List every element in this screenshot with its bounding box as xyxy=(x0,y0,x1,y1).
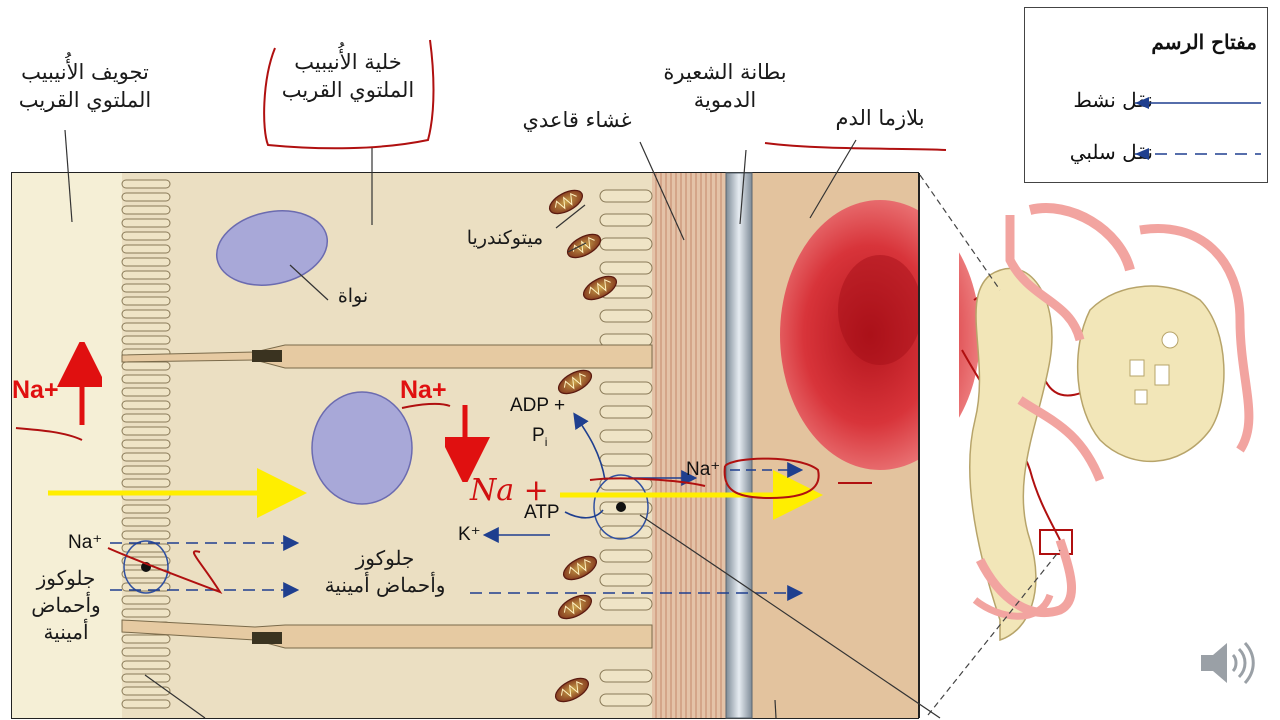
microvillus xyxy=(122,531,170,539)
basal-infolding xyxy=(600,382,652,394)
label-na-apical: Na⁺ xyxy=(68,531,102,554)
label-atp: ATP xyxy=(524,502,560,524)
annotation-na-mid: Na+ xyxy=(400,376,447,405)
microvillus xyxy=(122,466,170,474)
basal-infolding xyxy=(600,526,652,538)
microvillus xyxy=(122,401,170,409)
label-adp: ADP + xyxy=(510,395,565,417)
label-k: K⁺ xyxy=(458,523,481,546)
microvillus xyxy=(122,258,170,266)
microvillus xyxy=(122,505,170,513)
microvillus xyxy=(122,271,170,279)
legend-box: مفتاح الرسم نقل نشط نقل سلبي xyxy=(1024,7,1268,183)
basal-infolding xyxy=(600,430,652,442)
capillary-endothelium xyxy=(726,173,752,718)
basal-infolding xyxy=(600,454,652,466)
microvillus xyxy=(122,388,170,396)
red-blood-cell-center xyxy=(838,255,922,365)
microvillus xyxy=(122,635,170,643)
microvillus xyxy=(122,414,170,422)
label-pi: Pi xyxy=(532,425,547,449)
basal-infolding xyxy=(600,502,652,514)
nucleus-middle xyxy=(312,392,412,504)
microvillus xyxy=(122,297,170,305)
label-nucleus: نواة xyxy=(318,284,388,310)
label-glucose-aa-mid: جلوكوز وأحماض أمينية xyxy=(300,545,470,599)
basal-infolding xyxy=(600,214,652,226)
nephron-illustration xyxy=(970,208,1249,640)
basal-infolding xyxy=(600,550,652,562)
label-capillary-endothelium: بطانة الشعيرة الدموية xyxy=(655,58,795,115)
basal-infolding xyxy=(600,574,652,586)
label-na-basal: Na⁺ xyxy=(686,458,720,481)
microvillus xyxy=(122,232,170,240)
microvillus xyxy=(122,180,170,188)
microvillus xyxy=(122,310,170,318)
microvillus xyxy=(122,193,170,201)
microvillus xyxy=(122,427,170,435)
microvillus xyxy=(122,245,170,253)
label-glucose-aa-left: جلوكوز وأحماض أمينية xyxy=(18,565,114,646)
speaker-icon[interactable] xyxy=(1195,633,1255,693)
legend-active-arrowhead xyxy=(1135,97,1149,109)
microvillus xyxy=(122,479,170,487)
label-mitochondria: ميتوكندريا xyxy=(440,226,570,252)
label-pi-sub: i xyxy=(545,435,548,449)
label-basement-membrane: غشاء قاعدي xyxy=(512,106,642,134)
legend-lines xyxy=(1025,8,1269,184)
microvillus xyxy=(122,375,170,383)
microvillus xyxy=(122,700,170,708)
microvillus xyxy=(122,362,170,370)
microvillus xyxy=(122,609,170,617)
basal-infolding xyxy=(600,670,652,682)
basal-infolding xyxy=(600,262,652,274)
microvillus xyxy=(122,206,170,214)
basal-infolding xyxy=(600,694,652,706)
microvillus xyxy=(122,440,170,448)
microvillus xyxy=(122,518,170,526)
basal-infolding xyxy=(600,238,652,250)
basal-infolding xyxy=(600,406,652,418)
microvillus xyxy=(122,661,170,669)
legend-passive-arrowhead xyxy=(1135,148,1149,160)
microvillus xyxy=(122,648,170,656)
label-blood-plasma: بلازما الدم xyxy=(820,104,940,132)
basal-infolding xyxy=(600,598,652,610)
microvillus xyxy=(122,219,170,227)
microvillus xyxy=(122,453,170,461)
microvillus xyxy=(122,336,170,344)
label-lumen: تجويف الأُنيبيب الملتوي القريب xyxy=(5,58,165,115)
microvillus xyxy=(122,284,170,292)
basal-infolding xyxy=(600,310,652,322)
microvillus xyxy=(122,596,170,604)
label-tubule-cell: خلية الأُنيبيب الملتوي القريب xyxy=(262,48,434,105)
basal-infolding xyxy=(600,190,652,202)
annotation-na-left: Na+ xyxy=(12,376,59,405)
basal-infolding xyxy=(600,334,652,346)
microvillus xyxy=(122,323,170,331)
label-pi-main: P xyxy=(532,425,545,446)
